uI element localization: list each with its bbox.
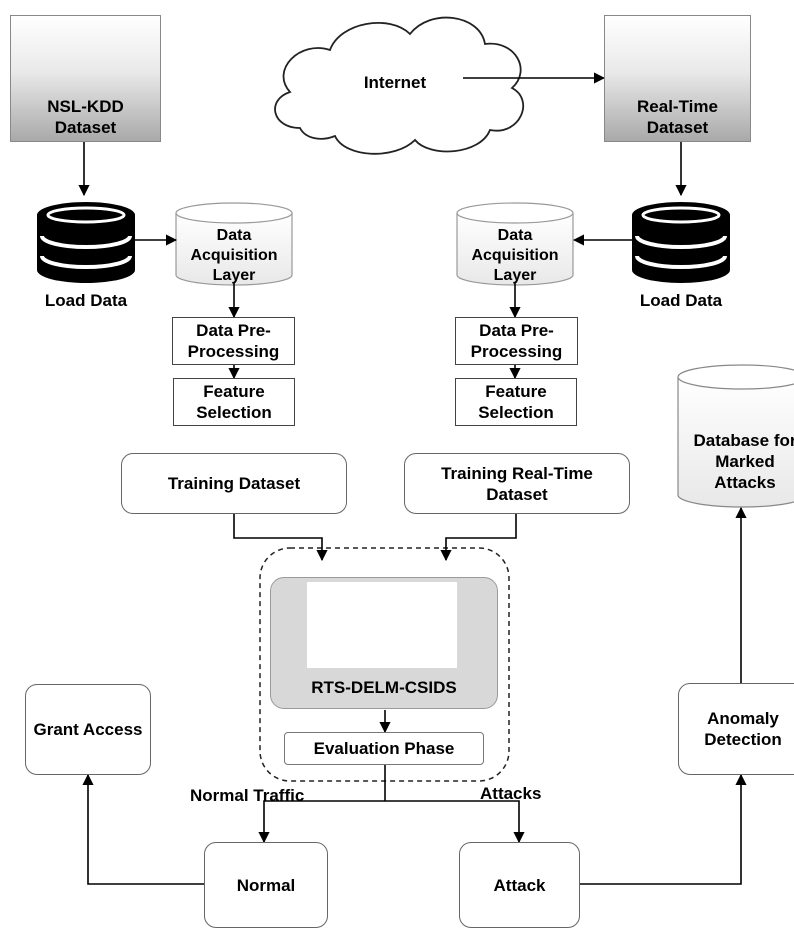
database-line3: Attacks [714,472,776,492]
preprocessing-box-left: Data Pre- Processing [172,317,295,365]
acq-right-line2: Acquisition [471,247,559,264]
evaluation-phase-label: Evaluation Phase [313,739,455,758]
acquisition-label-right: Data Acquisition Layer [457,226,573,286]
nslkdd-line2: Dataset [54,118,117,137]
attack-label: Attack [493,875,546,895]
load-data-label-right: Load Data [639,290,723,310]
acq-left-line1: Data [216,227,252,244]
feature-selection-box-left: Feature Selection [173,378,295,426]
load-data-cylinder-right [632,202,730,283]
arrow-attack-to-anomaly [580,773,747,885]
attack-box: Attack [459,842,580,928]
acq-right-line3: Layer [493,267,537,284]
arrow-training-to-model [233,514,328,562]
grant-access-box: Grant Access [25,684,151,775]
feature-selection-box-right: Feature Selection [455,378,577,426]
arrow-realtime-training-to-model [440,514,517,562]
normal-traffic-label: Normal Traffic [190,785,305,805]
database-line2: Marked [715,451,775,471]
load-data-cylinder-left [37,202,135,283]
feat-right-line1: Feature [485,382,547,401]
evaluation-phase-box: Evaluation Phase [284,732,484,765]
training-realtime-dataset-box: Training Real-Time Dataset [404,453,630,514]
pre-left-line2: Processing [187,342,280,361]
pre-right-line2: Processing [470,342,563,361]
load-data-label-left: Load Data [44,290,128,310]
arrow-normal-to-grant [82,773,204,885]
pre-right-line1: Data Pre- [479,321,554,340]
nslkdd-dataset-label: NSL-KDD Dataset [10,95,161,139]
data-acquisition-cylinder-right [456,202,574,286]
realtime-line1: Real-Time [637,97,718,116]
internet-label: Internet [363,72,427,92]
acq-left-line3: Layer [212,267,256,284]
neural-network-panel [307,582,457,668]
acq-left-line2: Acquisition [190,247,278,264]
preprocessing-box-right: Data Pre- Processing [455,317,578,365]
cloud-shape [274,16,524,155]
database-label: Database for Marked Attacks [680,428,794,494]
feat-right-line2: Selection [478,403,554,422]
training-dataset-label: Training Dataset [167,474,301,493]
feat-left-line1: Feature [203,382,265,401]
anomaly-detection-box: Anomaly Detection [678,683,794,775]
nslkdd-line1: NSL-KDD [47,97,124,116]
attacks-label: Attacks [480,783,542,803]
training-rt-line1: Training Real-Time [441,463,593,483]
database-line1: Database for [693,430,794,450]
realtime-line2: Dataset [646,118,709,137]
normal-box: Normal [204,842,328,928]
acq-right-line1: Data [497,227,533,244]
arrow-to-attack [385,800,525,844]
anomaly-line2: Detection [704,730,782,749]
training-dataset-box: Training Dataset [121,453,347,514]
realtime-dataset-label: Real-Time Dataset [604,95,751,139]
pre-left-line1: Data Pre- [196,321,271,340]
acquisition-label-left: Data Acquisition Layer [176,226,292,286]
nslkdd-dataset-box [10,15,161,142]
arrow-to-normal [258,800,385,844]
realtime-dataset-box [604,15,751,142]
model-name: RTS-DELM-CSIDS [311,677,457,697]
feat-left-line2: Selection [196,403,272,422]
anomaly-line1: Anomaly [707,709,779,728]
grant-access-label: Grant Access [33,720,143,739]
training-rt-line2: Dataset [486,484,548,504]
normal-label: Normal [236,875,296,895]
